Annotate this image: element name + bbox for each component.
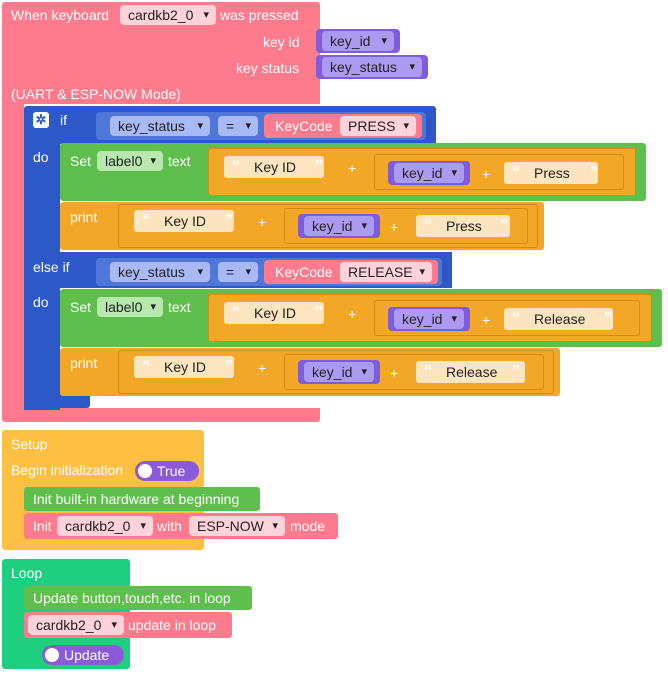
var-dropdown-print-press[interactable]: key_id [304,216,374,236]
begin-init-toggle[interactable]: True [135,461,199,481]
if-label: if [60,112,67,128]
event-device-dropdown[interactable]: cardkb2_0 [120,5,216,25]
quote-close-icon: ” [225,212,233,229]
loop-title: Loop [11,565,43,581]
plus-sign: + [258,360,267,376]
cond1-keycode-dropdown[interactable]: PRESS [340,116,416,136]
keyboard-event-block-left-arm [2,100,24,412]
set-target-dropdown-release[interactable]: label0 [97,297,163,317]
print-label-press: print [70,209,98,225]
print-label-release: print [70,355,98,371]
quote-close-icon: ” [315,158,323,175]
init-device-dropdown[interactable]: cardkb2_0 [57,516,153,536]
else-if-label: else if [33,259,70,275]
string-block-print-press-1[interactable]: Key ID [134,210,235,232]
quote-open-icon: “ [232,158,240,175]
init-label: Init [33,518,52,534]
plus-sign: + [482,312,491,328]
do-label-2: do [33,294,49,310]
param-key-id-dropdown[interactable]: key_id [322,31,394,51]
set-text-label-release: text [168,299,191,315]
quote-close-icon: ” [512,363,520,380]
cond2-keycode-label: KeyCode [275,264,333,280]
quote-open-icon: “ [512,164,520,181]
keyboard-event-block-bottom [2,408,320,422]
plus-sign: + [390,219,399,235]
string-block-set-press-2[interactable]: Press [504,162,598,184]
quote-open-icon: “ [424,217,432,234]
var-dropdown-set-release[interactable]: key_id [394,309,464,329]
cond1-op-dropdown[interactable]: = [218,116,258,136]
mode-label: mode [290,518,326,534]
event-prefix-label: When keyboard [11,7,110,23]
quote-close-icon: ” [500,217,508,234]
init-mode-dropdown[interactable]: ESP-NOW [189,516,285,536]
quote-open-icon: “ [142,358,150,375]
init-hardware-block[interactable] [24,487,260,511]
do-label-1: do [33,149,49,165]
plus-sign: + [348,306,357,322]
update-all-label: Update button,touch,etc. in loop [33,590,231,606]
begin-init-label: Begin initialization [11,462,124,478]
set-label-press: Set [70,153,92,169]
quote-close-icon: ” [315,304,323,321]
update-toggle[interactable]: Update [42,645,124,665]
cond1-keycode-label: KeyCode [275,118,333,134]
cond1-var-dropdown[interactable]: key_status [110,116,210,136]
gear-icon[interactable]: ✲ [33,112,49,128]
param-key-status-label: key status [236,60,300,76]
update-all-block[interactable] [24,586,252,610]
param-key-id-label: key id [263,34,300,50]
quote-open-icon: “ [142,212,150,229]
plus-sign: + [482,166,491,182]
set-text-label-press: text [168,153,191,169]
var-dropdown-print-release[interactable]: key_id [304,362,374,382]
quote-close-icon: ” [590,164,598,181]
plus-sign: + [390,365,399,381]
string-block-set-press-1[interactable]: Key ID [224,156,325,178]
set-label-release: Set [70,299,92,315]
plus-sign: + [348,160,357,176]
event-mode-label: (UART & ESP-NOW Mode) [11,86,181,102]
with-label: with [157,518,182,534]
cond2-keycode-dropdown[interactable]: RELEASE [340,262,432,282]
param-key-status-dropdown[interactable]: key_status [322,57,422,77]
setup-title: Setup [11,436,48,452]
string-block-set-release-1[interactable]: Key ID [224,302,325,324]
set-target-dropdown-press[interactable]: label0 [97,151,163,171]
string-block-set-release-2[interactable]: Release [504,308,614,330]
event-suffix-label: was pressed [220,7,299,23]
init-hardware-label: Init built-in hardware at beginning [33,491,240,507]
quote-close-icon: ” [225,358,233,375]
plus-sign: + [258,214,267,230]
cond2-var-dropdown[interactable]: key_status [110,262,210,282]
if-block-bottom [24,394,90,408]
string-block-print-press-2[interactable]: Press [416,215,510,237]
quote-open-icon: “ [232,304,240,321]
var-dropdown-set-press[interactable]: key_id [394,163,464,183]
device-update-label: update in loop [128,617,216,633]
quote-open-icon: “ [512,310,520,327]
string-block-print-release-2[interactable]: Release [416,361,526,383]
quote-open-icon: “ [424,363,432,380]
quote-close-icon: ” [604,310,612,327]
cond2-op-dropdown[interactable]: = [218,262,258,282]
string-block-print-release-1[interactable]: Key ID [134,356,235,378]
loop-device-dropdown[interactable]: cardkb2_0 [28,615,124,635]
